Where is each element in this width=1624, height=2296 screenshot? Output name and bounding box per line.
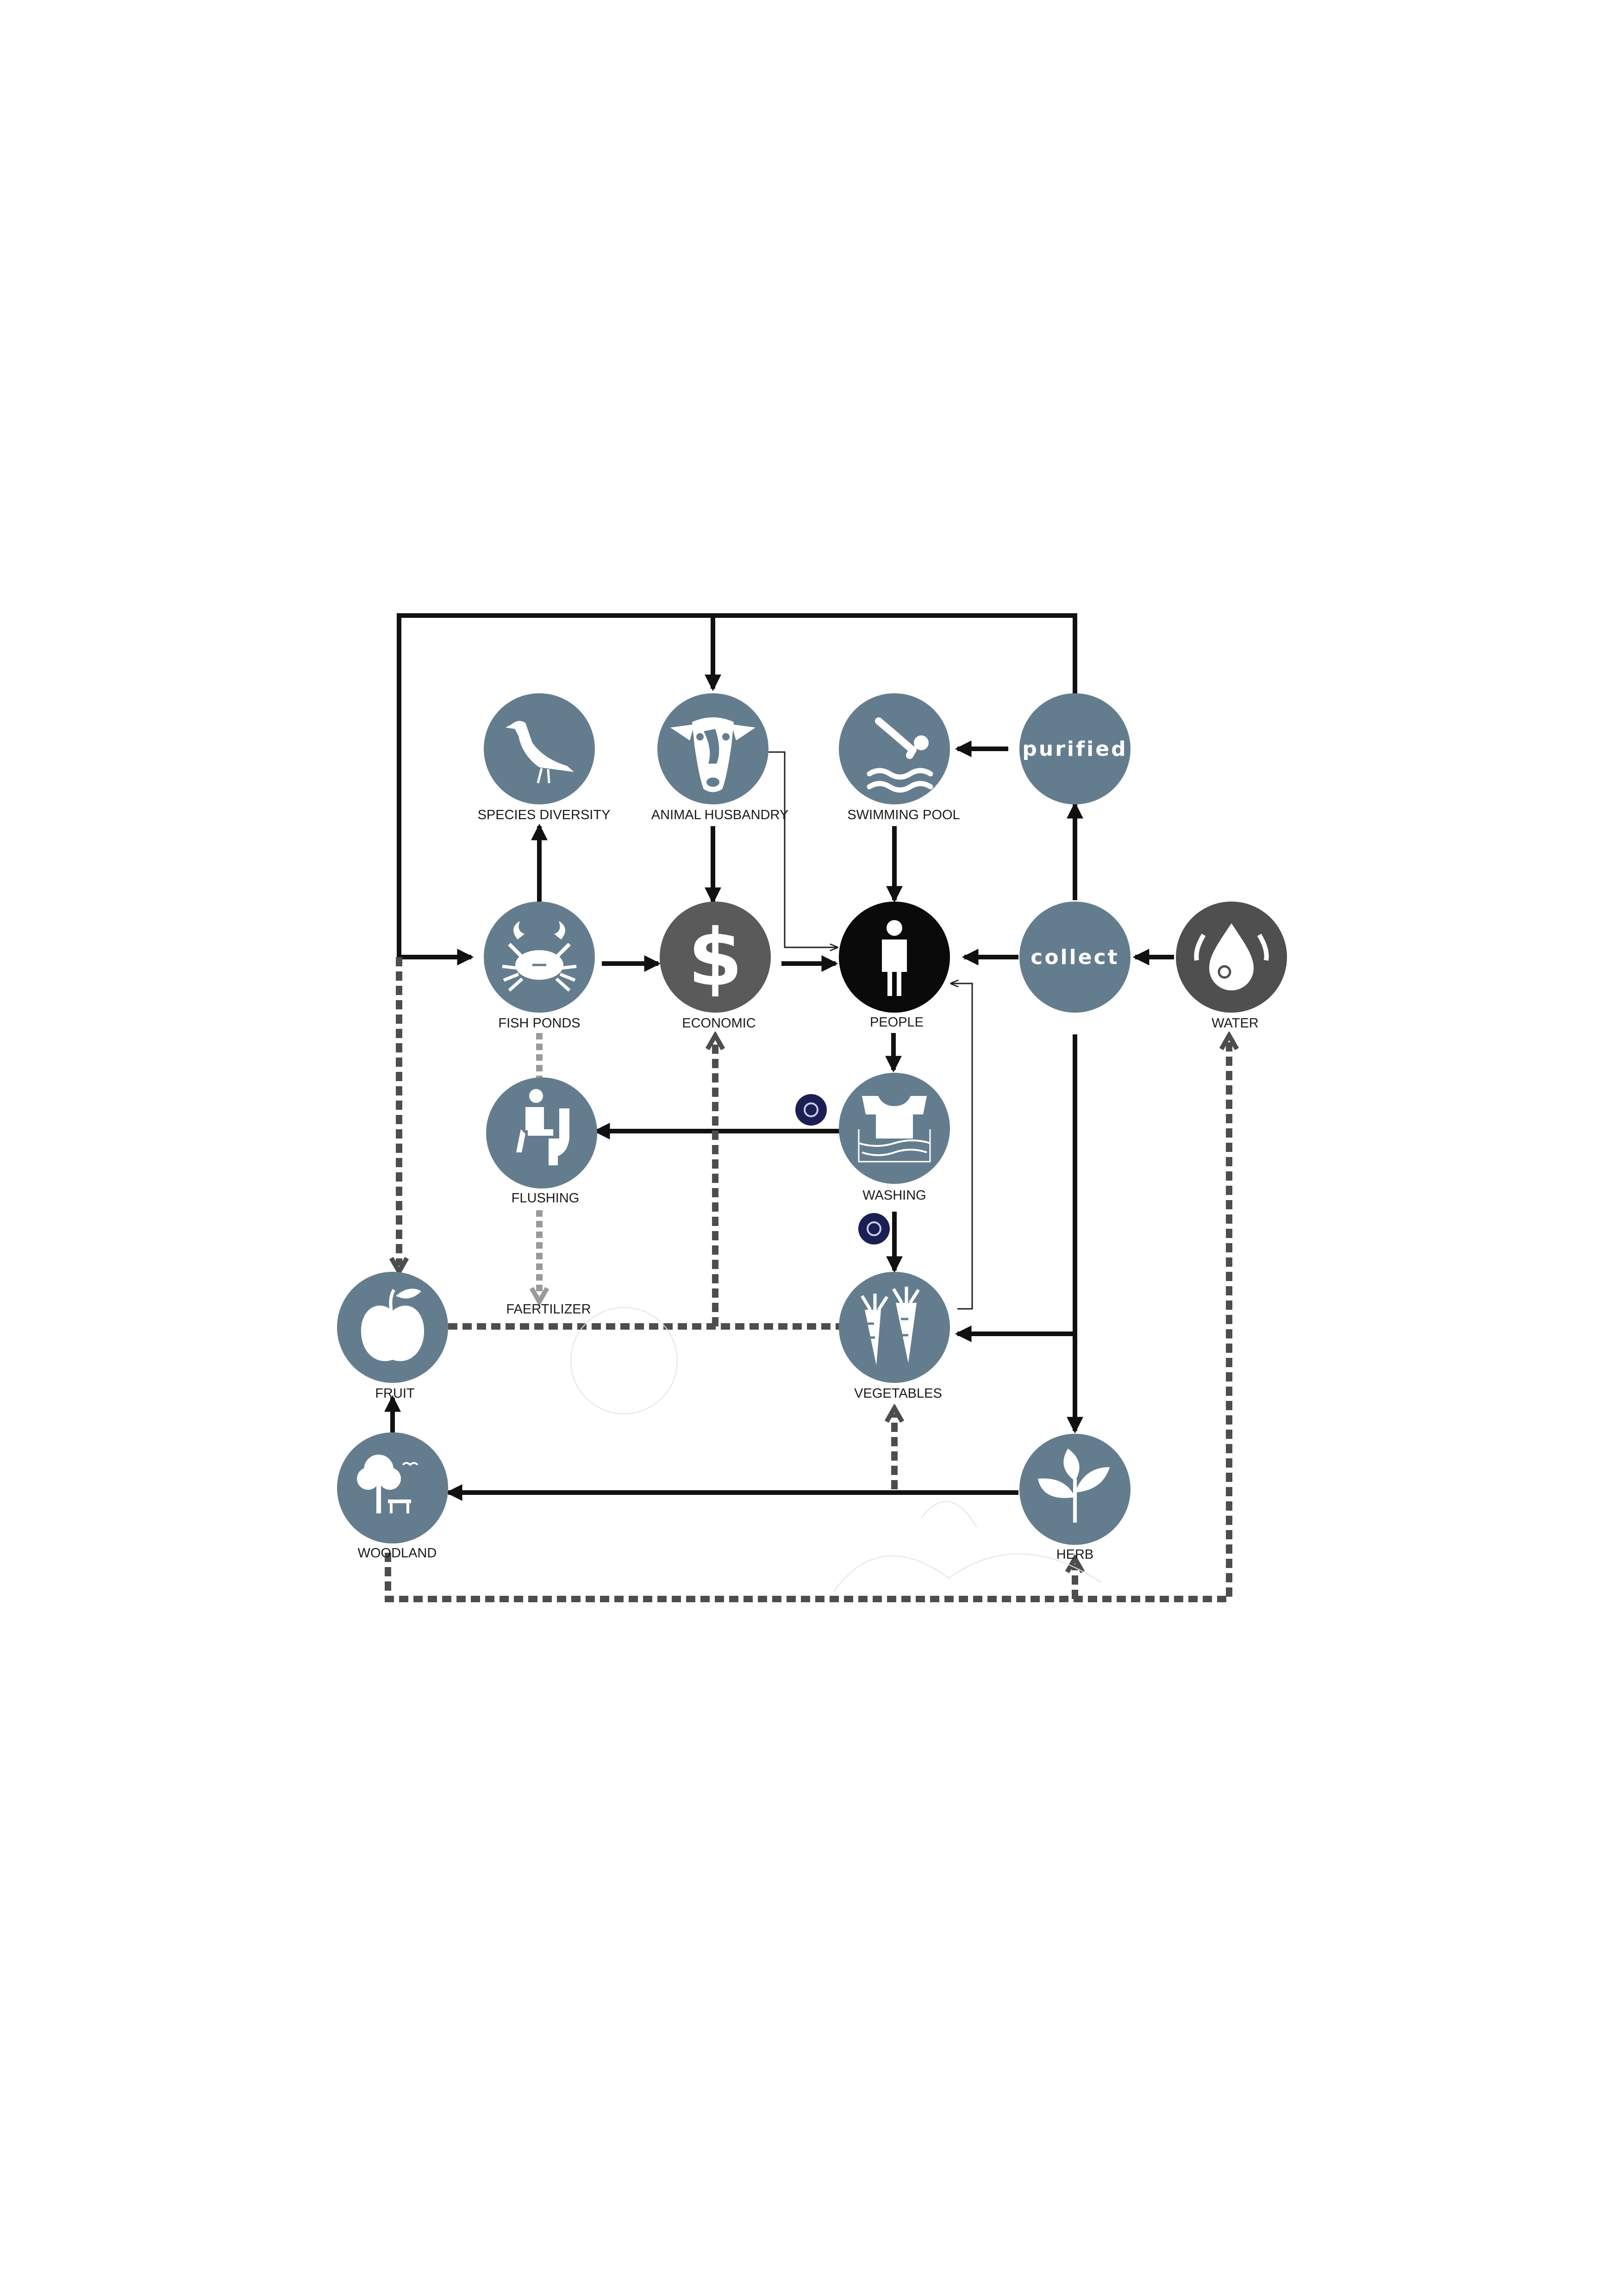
herb-leaf-icon <box>1038 1449 1110 1523</box>
node-vegetables[interactable]: VEGETABLES <box>839 1272 950 1401</box>
node-woodland[interactable]: WOODLAND <box>337 1432 448 1561</box>
economic-label: ECONOMIC <box>682 1016 756 1031</box>
people-label: PEOPLE <box>870 1015 924 1030</box>
arrow-vegetables-to-people-thin <box>951 983 973 1310</box>
vegetables-label: VEGETABLES <box>854 1386 942 1401</box>
connectors <box>384 613 1229 1602</box>
dashed-woodland-to-water <box>385 1041 1229 1602</box>
node-flushing[interactable]: FLUSHING <box>486 1077 597 1206</box>
crab-icon <box>502 921 577 992</box>
node-fish-ponds[interactable]: FISH PONDS <box>484 902 595 1031</box>
apple-icon <box>361 1288 425 1361</box>
water-drop-icon <box>1194 923 1269 990</box>
arrow-animal-husbandry-to-people-thin <box>768 751 837 947</box>
woodland-label: WOODLAND <box>358 1546 437 1561</box>
water-badge-icon <box>795 1094 827 1126</box>
node-economic[interactable]: $ ECONOMIC <box>660 902 771 1031</box>
carrot-icon <box>860 1287 920 1365</box>
person-icon <box>882 920 907 996</box>
node-washing[interactable]: WASHING <box>839 1073 950 1203</box>
diver-icon <box>867 717 933 793</box>
flushing-label: FLUSHING <box>512 1191 580 1206</box>
swimming-pool-label: SWIMMING POOL <box>847 808 960 822</box>
collect-label: collect <box>1031 946 1119 969</box>
herb-label: HERB <box>1056 1547 1094 1562</box>
bird-icon <box>506 721 574 784</box>
node-people[interactable]: PEOPLE <box>839 902 950 1030</box>
faint-sketch-marks <box>570 1307 1102 1593</box>
arrow-purified-to-loop <box>397 613 1077 965</box>
toilet-icon <box>516 1089 569 1165</box>
node-species-diversity[interactable]: SPECIES DIVERSITY <box>478 693 611 822</box>
node-fruit[interactable]: FRUIT <box>337 1272 448 1401</box>
tree-bench-icon <box>357 1455 418 1513</box>
faertilizer-label: FAERTILIZER <box>506 1302 591 1317</box>
node-swimming-pool[interactable]: SWIMMING POOL <box>839 693 960 822</box>
node-water[interactable]: WATER <box>1176 902 1287 1031</box>
shirt-washing-icon <box>858 1096 931 1163</box>
node-animal-husbandry[interactable]: ANIMAL HUSBANDRY <box>651 693 789 822</box>
water-label: WATER <box>1212 1016 1259 1031</box>
species-diversity-label: SPECIES DIVERSITY <box>478 808 611 822</box>
dollar-icon: $ <box>688 912 743 1004</box>
node-collect[interactable]: collect <box>1019 902 1131 1013</box>
node-purified[interactable]: purified <box>1019 693 1131 804</box>
purified-label: purified <box>1022 737 1127 761</box>
water-badge-icon <box>858 1213 890 1244</box>
fish-ponds-label: FISH PONDS <box>498 1016 580 1031</box>
animal-husbandry-label: ANIMAL HUSBANDRY <box>651 808 789 822</box>
fruit-label: FRUIT <box>375 1386 415 1401</box>
washing-label: WASHING <box>862 1188 926 1203</box>
cow-icon <box>670 717 756 792</box>
node-herb[interactable]: HERB <box>1019 1434 1131 1562</box>
